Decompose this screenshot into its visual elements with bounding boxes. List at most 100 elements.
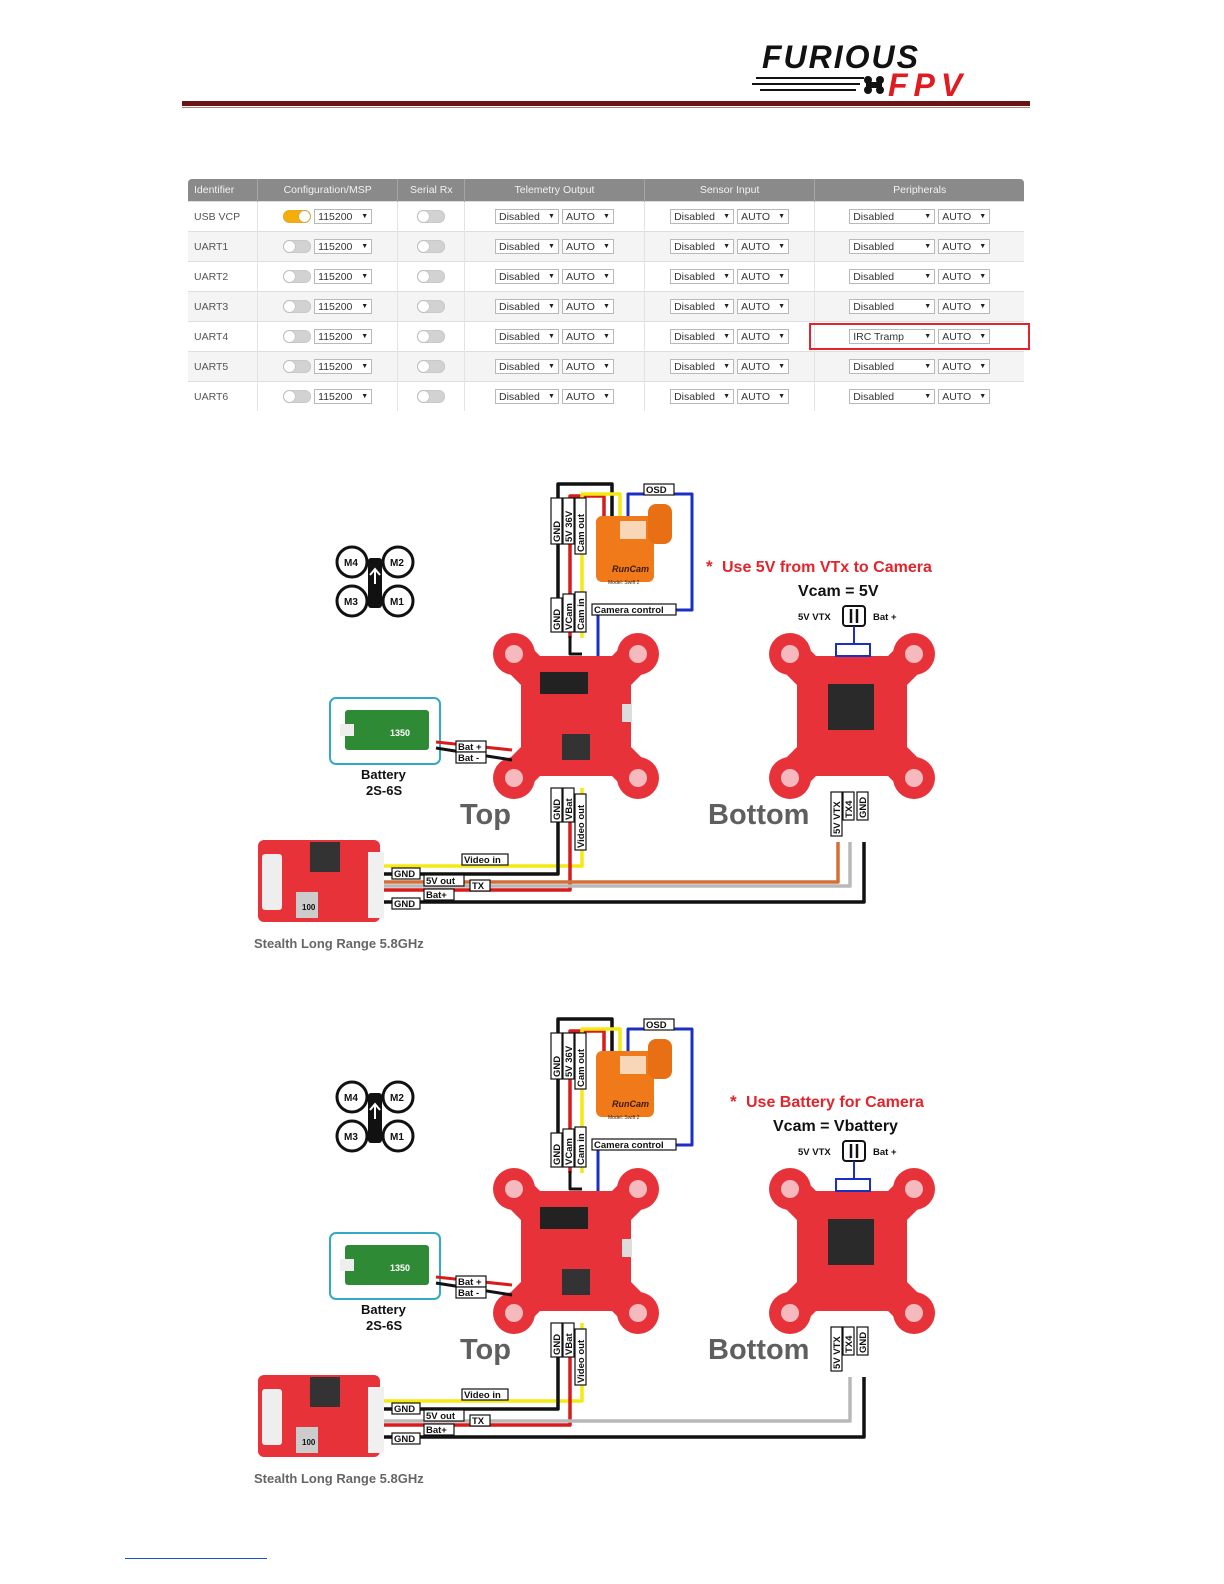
gnd-tag-1-group: GND [391,867,421,880]
camera-pin-5v-group: 5V 36V [562,497,575,545]
telemetry-select[interactable]: Disabled▼ [494,209,559,224]
select-value: AUTO [741,210,771,223]
msp-baud-select[interactable]: 115200▼ [314,359,373,374]
sensor-select[interactable]: Disabled▼ [670,299,735,314]
telemetry-select[interactable]: Disabled▼ [494,269,559,284]
peripherals-baud-select[interactable]: AUTO▼ [938,329,991,344]
msp-toggle[interactable] [283,360,312,373]
sensor-baud-select[interactable]: AUTO▼ [737,389,790,404]
fc-pin-camin-group: Cam in [574,1126,587,1168]
sensor-baud-select[interactable]: AUTO▼ [737,269,790,284]
camera-control-tag-group: Camera control [591,603,677,616]
dropdown-arrow-icon: ▼ [361,273,369,280]
peripherals-baud-select[interactable]: AUTO▼ [938,359,991,374]
sensor-baud-select[interactable]: AUTO▼ [737,239,790,254]
vtx-chip [310,842,340,872]
fc-vtx-pin-vbat-box [562,787,575,823]
bat-plus-tag-group: Bat + [455,740,487,753]
dropdown-arrow-icon: ▼ [603,243,610,250]
msp-toggle[interactable] [283,210,312,223]
mount-hole [629,1304,647,1322]
peripherals-baud-select[interactable]: AUTO▼ [938,299,991,314]
dropdown-arrow-icon: ▼ [924,303,932,310]
camera-control-tag-box [591,1138,677,1151]
msp-baud-select[interactable]: 115200▼ [314,389,373,404]
peripherals-select[interactable]: Disabled▼ [849,389,936,404]
battery-range: 2S-6S [366,1318,402,1333]
peripherals-select[interactable]: Disabled▼ [849,359,936,374]
serial-rx-toggle[interactable] [417,210,446,223]
fc-pin-gnd: GND [552,1144,563,1165]
peripherals-select[interactable]: Disabled▼ [849,299,936,314]
msp-baud-select[interactable]: 115200▼ [314,329,373,344]
camera-pin-gnd-group: GND [550,1032,563,1080]
sensor-select[interactable]: Disabled▼ [670,209,735,224]
dropdown-arrow-icon: ▼ [548,273,555,280]
peripherals-baud-select[interactable]: AUTO▼ [938,209,991,224]
msp-baud-select[interactable]: 115200 ▼ [314,269,373,284]
tx-tag-group: TX [469,879,491,892]
sensor-select[interactable]: Disabled▼ [670,239,735,254]
msp-toggle[interactable] [283,300,312,313]
peripherals-select[interactable]: Disabled▼ [849,269,936,284]
telemetry-baud-select[interactable]: AUTO▼ [561,209,614,224]
fc-pin-vcam-box [562,593,575,633]
bottom-pin-tx4-box [842,791,855,821]
camera-connector [620,1056,646,1074]
sensor-baud-select[interactable]: AUTO▼ [737,329,790,344]
msp-baud-select[interactable]: 115200▼ [314,239,373,254]
telemetry-select[interactable]: Disabled▼ [494,299,559,314]
logo-bottom-text: FPV [888,67,968,102]
peripherals-select[interactable]: Disabled▼ [849,239,936,254]
fc-pin-camin-box [574,591,587,633]
bat-minus-tag: Bat - [458,753,479,764]
peripherals-baud-select[interactable]: AUTO▼ [938,269,991,284]
sensor-select[interactable]: Disabled▼ [670,269,735,284]
sensor-baud-select[interactable]: AUTO▼ [737,299,790,314]
sensor-select[interactable]: Disabled▼ [670,329,735,344]
telemetry-baud-select[interactable]: AUTO▼ [561,299,614,314]
bat-minus-tag-group: Bat - [455,1286,487,1299]
sensor-baud-select[interactable]: AUTO▼ [737,359,790,374]
msp-toggle[interactable] [283,330,312,343]
sensor-select[interactable]: Disabled▼ [670,359,735,374]
vtx-gnd-wire-2 [384,1377,866,1439]
select-value: Disabled [674,300,715,313]
telemetry-select[interactable]: Disabled▼ [494,389,559,404]
sensor-baud-select[interactable]: AUTO▼ [737,209,790,224]
peripherals-baud-select[interactable]: AUTO▼ [938,239,991,254]
serial-rx-toggle[interactable] [417,390,446,403]
motor-circle [381,584,415,618]
telemetry-baud-select[interactable]: AUTO▼ [561,269,614,284]
telemetry-baud-select[interactable]: AUTO▼ [561,329,614,344]
select-value: 115200 [318,270,353,283]
video-in-tag-box [461,1388,509,1401]
footer-link-underline[interactable] [125,1558,267,1559]
bat-plus-vtx-tag-box [423,1423,455,1436]
telemetry-select[interactable]: Disabled▼ [494,329,559,344]
msp-toggle[interactable] [283,390,312,403]
dropdown-arrow-icon: ▼ [361,303,369,310]
telemetry-baud-select[interactable]: AUTO▼ [561,239,614,254]
msp-toggle[interactable] [283,240,312,253]
serial-rx-toggle[interactable] [417,300,446,313]
telemetry-select[interactable]: Disabled▼ [494,239,559,254]
sensor-select[interactable]: Disabled▼ [670,389,735,404]
telemetry-baud-select[interactable]: AUTO▼ [561,359,614,374]
serial-rx-toggle[interactable] [417,240,446,253]
peripherals-select[interactable]: IRC Tramp▼ [849,329,936,344]
serial-rx-toggle[interactable] [417,360,446,373]
serial-rx-toggle[interactable] [417,330,446,343]
msp-baud-select[interactable]: 115200▼ [314,299,373,314]
peripherals-baud-select[interactable]: AUTO▼ [938,389,991,404]
telemetry-baud-select[interactable]: AUTO▼ [561,389,614,404]
fc-pin-gnd-box [550,1132,563,1168]
peripherals-select[interactable]: Disabled▼ [849,209,936,224]
msp-baud-select[interactable]: 115200▼ [314,209,373,224]
serial-rx-toggle[interactable] [417,270,446,283]
bat-plus-vtx-tag: Bat+ [426,1425,447,1436]
msp-toggle[interactable] [283,270,312,283]
select-value: AUTO [741,270,771,283]
telemetry-select[interactable]: Disabled▼ [494,359,559,374]
